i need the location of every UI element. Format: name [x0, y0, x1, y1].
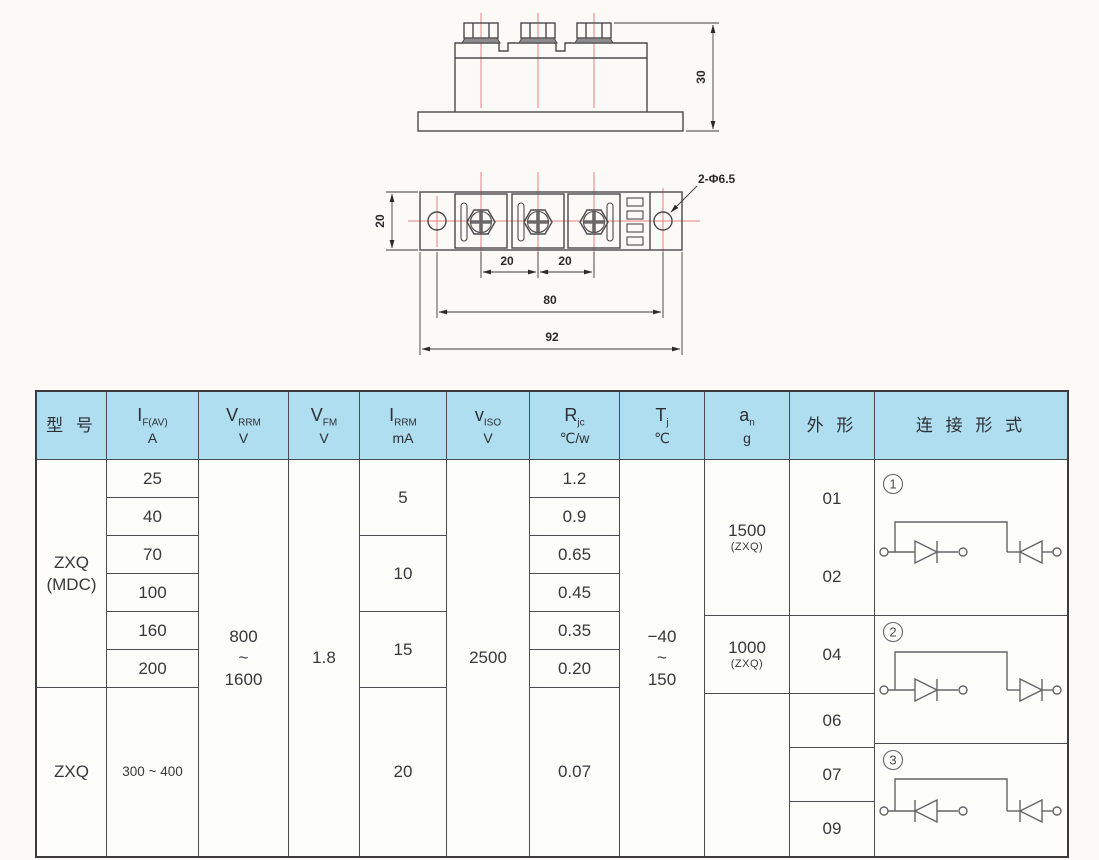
- top-view-drawing: 20 20 20 80 92 2-Φ6.5: [373, 172, 736, 355]
- cell-if-group2: 300 ~ 400: [122, 763, 183, 779]
- cell-an-1000: 1000 (ZXQ): [705, 616, 789, 694]
- base-plate: [417, 111, 684, 132]
- col-connection: 连 接 形 式 1: [875, 392, 1067, 856]
- cell-outline-07: 07: [790, 748, 874, 802]
- svg-text:3: 3: [889, 752, 896, 767]
- cell-outline-06: 06: [790, 694, 874, 748]
- cell-irrm-20: 20: [393, 762, 413, 782]
- cell-if-70: 70: [107, 536, 198, 574]
- col-rjc: Rjc ℃/w 1.2 0.9 0.65 0.45 0.35 0.20 0.07: [530, 392, 620, 856]
- dim-pitch-left-20: 20: [500, 254, 514, 268]
- cell-vrrm: 800 ~ 1600: [224, 627, 263, 689]
- cell-circuit-2: 2: [875, 616, 1067, 744]
- col-vfm: VFM V 1.8: [289, 392, 360, 856]
- cell-outline-04: 04: [790, 616, 874, 694]
- cell-if-160: 160: [107, 612, 198, 650]
- header-viso: vISO V: [447, 392, 529, 460]
- svg-text:2: 2: [889, 625, 896, 640]
- spec-table: 型 号 ZXQ (MDC) ZXQ IF(AV) A 25 40 70 100 …: [35, 390, 1069, 858]
- mounting-hole-right: [653, 211, 673, 231]
- cell-an-1500: 1500 (ZXQ): [705, 460, 789, 616]
- dim-pitch-right-20: 20: [558, 254, 572, 268]
- col-viso: vISO V 2500: [447, 392, 530, 856]
- technical-drawings: 30: [373, 13, 736, 355]
- header-an: an g: [705, 392, 789, 460]
- cell-rjc-5: 0.20: [530, 650, 619, 688]
- cell-if-200: 200: [107, 650, 198, 688]
- header-tj: Tj ℃: [620, 392, 704, 460]
- cell-irrm-15: 15: [360, 612, 446, 688]
- header-outline: 外 形: [790, 392, 874, 460]
- header-connection: 连 接 形 式: [875, 392, 1067, 460]
- cell-rjc-2: 0.65: [530, 536, 619, 574]
- dim-hole-span-80: 80: [543, 293, 557, 307]
- cell-outline-09: 09: [822, 819, 842, 839]
- cell-rjc-0: 1.2: [530, 460, 619, 498]
- col-vrrm: VRRM V 800 ~ 1600: [199, 392, 289, 856]
- marking-block: [626, 197, 644, 246]
- dim-total-width-92: 92: [545, 330, 559, 344]
- col-tj: Tj ℃ −40 ~ 150: [620, 392, 705, 856]
- cell-tj: −40 ~ 150: [647, 627, 677, 689]
- header-vfm: VFM V: [289, 392, 359, 460]
- circuit-diagram-2: 2: [879, 621, 1062, 703]
- module-outline: [419, 191, 683, 251]
- cell-model-group1: ZXQ (MDC): [37, 460, 106, 688]
- terminal-screws: [466, 209, 609, 235]
- header-model: 型 号: [37, 392, 106, 460]
- col-outline: 外 形 01 02 04 06 07 09: [790, 392, 875, 856]
- cell-if-25: 25: [107, 460, 198, 498]
- header-vrrm: VRRM V: [199, 392, 288, 460]
- header-if: IF(AV) A: [107, 392, 198, 460]
- mounting-hole-left: [427, 211, 447, 231]
- cell-rjc-6: 0.07: [557, 762, 592, 782]
- cell-circuit-3: 3: [875, 744, 1067, 856]
- col-irrm: IRRM mA 5 10 15 20: [360, 392, 447, 856]
- col-if: IF(AV) A 25 40 70 100 160 200 300 ~ 400: [107, 392, 199, 856]
- cell-rjc-1: 0.9: [530, 498, 619, 536]
- header-irrm: IRRM mA: [360, 392, 446, 460]
- cell-rjc-3: 0.45: [530, 574, 619, 612]
- cell-irrm-5: 5: [360, 460, 446, 536]
- circuit-diagram-1: 1: [879, 473, 1062, 565]
- cell-vfm: 1.8: [312, 648, 336, 668]
- cell-irrm-10: 10: [360, 536, 446, 612]
- side-view-drawing: 30: [417, 13, 719, 132]
- cell-model-group2: ZXQ: [54, 762, 89, 782]
- cell-an-empty: [705, 694, 789, 856]
- cell-circuit-1: 1: [875, 460, 1067, 616]
- cell-if-100: 100: [107, 574, 198, 612]
- col-model: 型 号 ZXQ (MDC) ZXQ: [37, 392, 107, 856]
- terminal-studs: [461, 22, 614, 44]
- col-an: an g 1500 (ZXQ) 1000 (ZXQ): [705, 392, 790, 856]
- dim-body-height-20: 20: [373, 214, 387, 228]
- cell-if-40: 40: [107, 498, 198, 536]
- dim-height-30: 30: [694, 70, 708, 84]
- hole-diameter-note: 2-Φ6.5: [698, 172, 736, 186]
- cell-outline-01-02: 01 02: [790, 460, 874, 616]
- svg-text:1: 1: [889, 477, 896, 492]
- cell-viso: 2500: [469, 648, 507, 668]
- cell-rjc-4: 0.35: [530, 612, 619, 650]
- header-rjc: Rjc ℃/w: [530, 392, 619, 460]
- circuit-diagram-3: 3: [879, 749, 1062, 823]
